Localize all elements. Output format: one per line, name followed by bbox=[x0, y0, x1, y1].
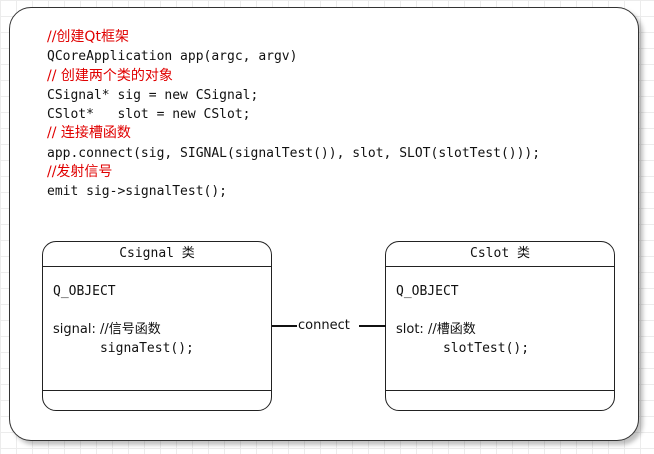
slot-class-body: Q_OBJECT slot: //槽函数 slotTest(); bbox=[396, 282, 529, 358]
slot-class-title: Cslot 类 bbox=[386, 242, 614, 267]
code-line: // 创建两个类的对象 bbox=[47, 67, 173, 84]
code-line: emit sig->signalTest(); bbox=[47, 184, 228, 200]
connector-line-right bbox=[359, 325, 386, 327]
signal-class-divider bbox=[43, 390, 271, 391]
slot-class-divider bbox=[386, 390, 614, 391]
connector-label: connect bbox=[297, 317, 351, 335]
signal-class-body: Q_OBJECT signal: //信号函数 signaTest(); bbox=[53, 282, 194, 358]
signal-class-macro: Q_OBJECT bbox=[53, 284, 116, 299]
signal-class-title: Csignal 类 bbox=[43, 242, 271, 267]
code-line: //创建Qt框架 bbox=[47, 29, 129, 45]
slot-class-section: slot: //槽函数 bbox=[396, 322, 476, 337]
signal-class-section: signal: //信号函数 bbox=[53, 322, 161, 337]
code-line: QCoreApplication app(argc, argv) bbox=[47, 49, 298, 65]
slot-class-member: slotTest(); bbox=[442, 341, 530, 356]
code-line: // 连接槽函数 bbox=[47, 125, 131, 142]
signal-class-box: Csignal 类 Q_OBJECT signal: //信号函数 signaT… bbox=[42, 241, 272, 411]
signal-class-member: signaTest(); bbox=[99, 341, 194, 356]
code-snippet: //创建Qt框架 QCoreApplication app(argc, argv)… bbox=[47, 28, 540, 202]
code-line: //发射信号 bbox=[47, 164, 113, 181]
connector-line-left bbox=[272, 325, 297, 327]
code-line: CSignal* sig = new CSignal; bbox=[47, 87, 259, 103]
code-line: app.connect(sig, SIGNAL(signalTest()), s… bbox=[47, 145, 541, 161]
slot-class-box: Cslot 类 Q_OBJECT slot: //槽函数 slotTest(); bbox=[385, 241, 615, 411]
slot-class-macro: Q_OBJECT bbox=[396, 284, 459, 299]
code-line: CSlot* slot = new CSlot; bbox=[47, 107, 251, 123]
